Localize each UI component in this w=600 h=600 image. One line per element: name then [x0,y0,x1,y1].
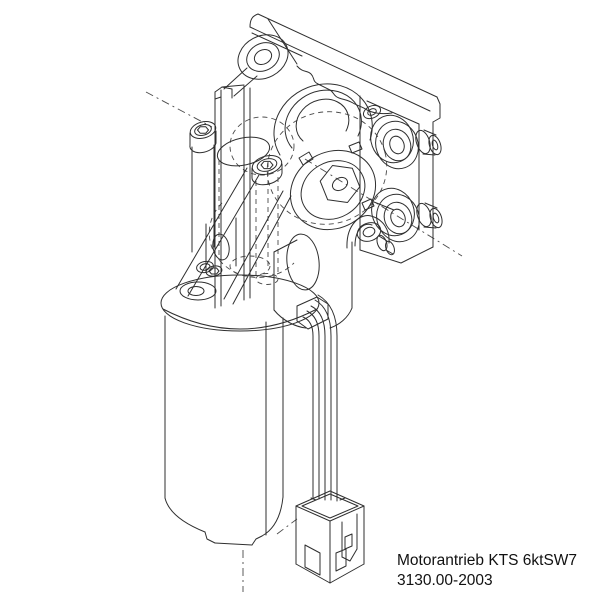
motor-body [161,275,319,545]
gear-housing [274,84,396,328]
lower-bracket [274,232,352,328]
centerlines [146,92,462,592]
hex-nut [320,166,360,203]
screw-right [250,152,284,284]
mounting-plate [224,14,440,263]
flange-screw [196,260,215,274]
screw-left [188,119,217,252]
connector-plug [296,491,364,583]
part-name: Motorantrieb KTS 6ktSW7 [397,552,578,569]
output-shaft-boss [276,135,390,245]
plate-end-bearing-boss [224,26,296,96]
part-number: 3130.00-2003 [397,571,493,589]
mount-lug [347,216,396,256]
grommet-upper [364,109,443,174]
drawing-label: Motorantrieb KTS 6ktSW7 3130.00-2003 [397,551,577,590]
wire-harness [297,295,337,501]
struts [176,168,291,304]
connector-latch [342,514,357,561]
wire-clamp [297,297,328,329]
worm-bracket [215,85,272,308]
